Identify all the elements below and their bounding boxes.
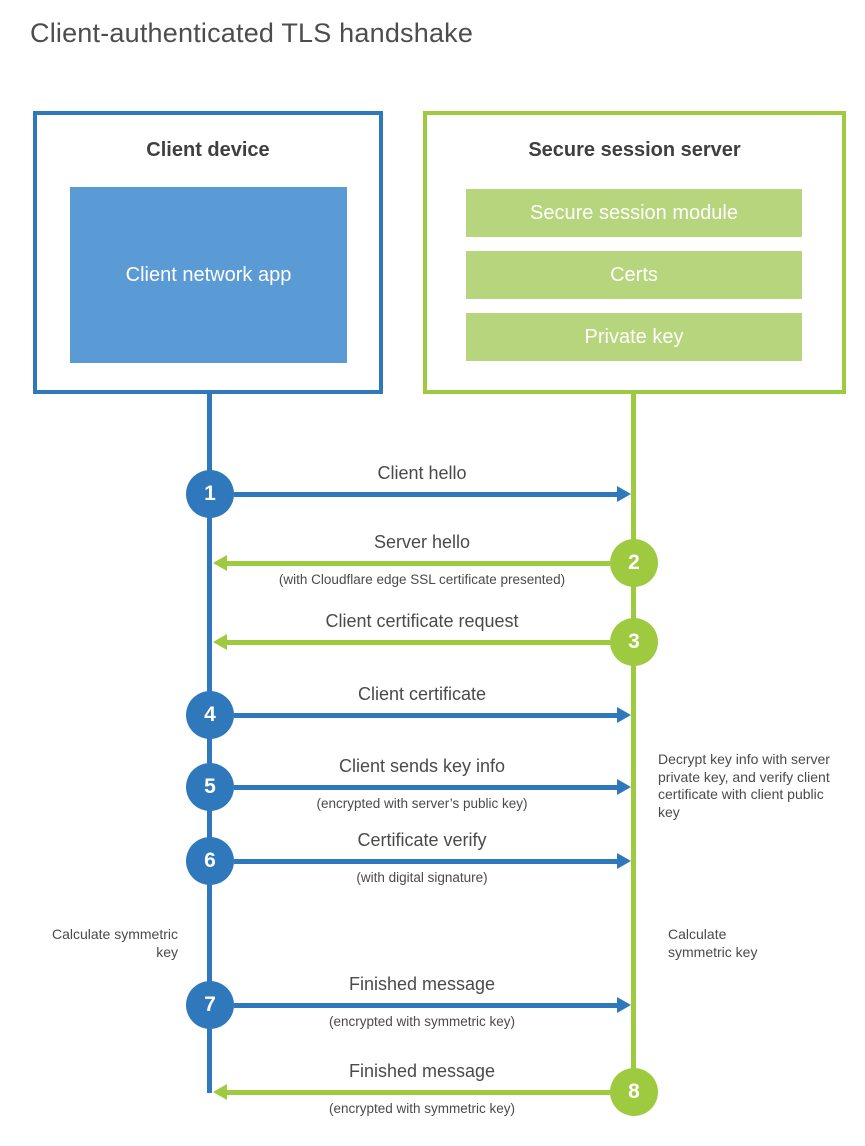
step-7-sublabel: (encrypted with symmetric key) [328, 1014, 516, 1029]
step-6-right-arrow [234, 853, 631, 869]
step-6-number: 6 [204, 849, 216, 872]
step-1-label: Client hello [377, 463, 467, 483]
step-8-label: Finished message [348, 1061, 496, 1081]
step-3-number: 3 [628, 630, 640, 653]
client-lifeline [207, 392, 212, 1093]
step-2-number: 2 [628, 551, 640, 574]
page-title: Client-authenticated TLS handshake [30, 18, 474, 48]
step-2-label: Server hello [373, 532, 471, 552]
step-1-number: 1 [204, 482, 216, 505]
step-4-label: Client certificate [357, 684, 487, 704]
secure-session-server-title: Secure session server [528, 139, 741, 161]
step-2-left-arrow [213, 555, 610, 571]
server-module-secure-session: Secure session module [466, 189, 802, 237]
step-2-sublabel: (with Cloudflare edge SSL certificate pr… [278, 572, 566, 587]
step-2-number-badge: 2 [610, 539, 658, 587]
step-7-right-arrow [234, 997, 631, 1013]
server-lifeline [631, 392, 636, 1093]
step-8-left-arrow [213, 1084, 610, 1100]
server-module-certs: Certs [466, 251, 802, 299]
step-1-number-badge: 1 [186, 470, 234, 518]
server-module-private-key: Private key [466, 313, 802, 361]
step-8-number: 8 [628, 1080, 640, 1103]
client-network-app-label: Client network app [125, 264, 292, 286]
step-6-number-badge: 6 [186, 837, 234, 885]
step-7-label: Finished message [348, 974, 496, 994]
step-1-right-arrow [234, 486, 631, 502]
client-network-app-box: Client network app [70, 187, 347, 363]
step-5-sublabel: (encrypted with server’s public key) [316, 796, 528, 811]
client-calculate-symmetric-key-note: Calculate symmetric key [51, 926, 178, 960]
step-5-number: 5 [204, 775, 216, 798]
client-device-title: Client device [146, 139, 270, 161]
server-decrypt-note: Decrypt key info with server private key… [658, 751, 830, 820]
step-3-left-arrow [213, 634, 610, 650]
server-calculate-symmetric-key-note: Calculate symmetric key [668, 926, 758, 960]
step-3-label: Client certificate request [325, 611, 519, 631]
step-5-number-badge: 5 [186, 763, 234, 811]
step-4-number-badge: 4 [186, 691, 234, 739]
step-8-sublabel: (encrypted with symmetric key) [328, 1101, 516, 1116]
step-4-number: 4 [204, 703, 216, 726]
step-6-sublabel: (with digital signature) [356, 870, 488, 885]
step-5-right-arrow [234, 779, 631, 795]
step-8-number-badge: 8 [610, 1068, 658, 1116]
step-5-label: Client sends key info [338, 756, 506, 776]
step-6-label: Certificate verify [357, 830, 487, 850]
step-7-number-badge: 7 [186, 981, 234, 1029]
step-4-right-arrow [234, 707, 631, 723]
step-7-number: 7 [204, 993, 216, 1016]
step-3-number-badge: 3 [610, 618, 658, 666]
